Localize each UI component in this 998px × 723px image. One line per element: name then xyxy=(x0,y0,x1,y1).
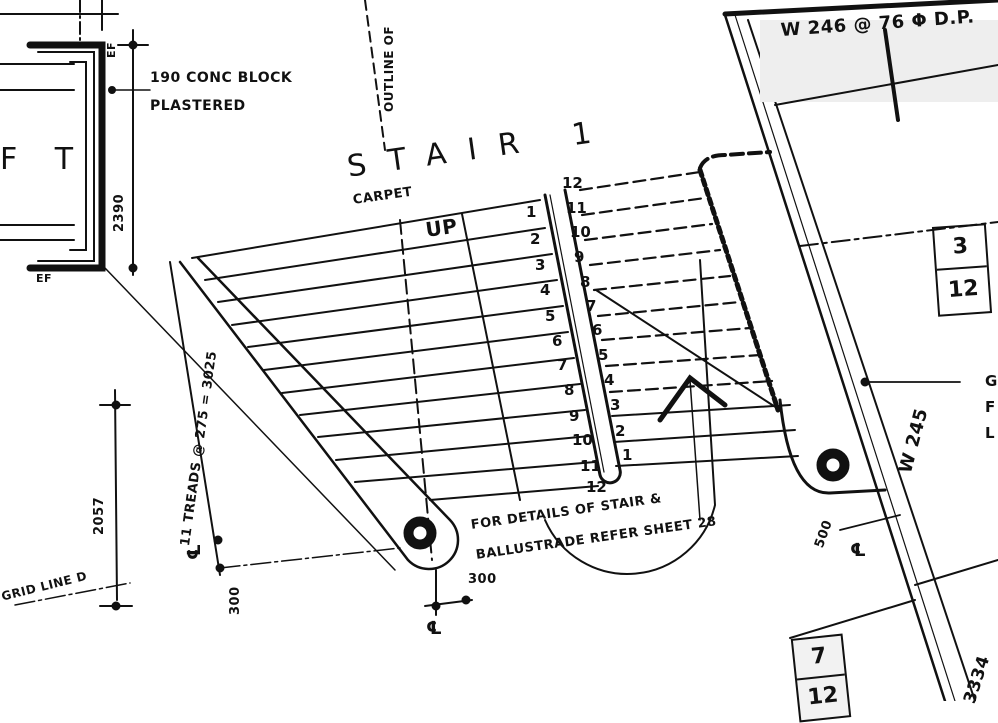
tread-number: 2 xyxy=(530,230,541,248)
ef-tag-top: EF xyxy=(105,41,118,58)
centerline-symbol-right: ℄ xyxy=(850,540,867,561)
tread-number: 6 xyxy=(592,321,603,339)
tread-number: 10 xyxy=(570,223,591,241)
tread-number: 3 xyxy=(610,396,621,414)
wall-note-line1: 190 CONC BLOCK xyxy=(150,70,293,86)
lower-flight xyxy=(191,199,599,561)
tread-number: 3 xyxy=(535,256,546,274)
tread-number: 7 xyxy=(557,356,568,374)
tread-number: 8 xyxy=(580,273,591,291)
left-room-fragment: F T xyxy=(0,142,88,177)
stair-plan-drawing xyxy=(0,0,998,701)
tread-number: 11 xyxy=(580,457,601,475)
tread-number: 7 xyxy=(586,297,597,315)
tread-number: 12 xyxy=(562,174,583,192)
wall-note-line2: PLASTERED xyxy=(150,98,246,114)
lift-shaft-wall xyxy=(0,0,119,272)
up-direction-label: UP xyxy=(424,213,459,242)
tread-number: 10 xyxy=(572,431,593,449)
outline-note: OUTLINE OF xyxy=(382,25,396,112)
ef-tag-bottom: EF xyxy=(36,272,53,285)
right-note-fragment-3: L xyxy=(985,424,996,442)
grid-tag-top: 3 xyxy=(934,225,987,271)
dim-bottom-left-offset: 300 xyxy=(228,586,243,615)
tread-number: 4 xyxy=(604,371,615,389)
grid-tag-bottom: 12 xyxy=(806,682,840,711)
tread-number: 8 xyxy=(564,381,575,399)
grid-tag-3-12: 3 12 xyxy=(931,223,993,317)
dim-bottom-mid-offset: 300 xyxy=(468,572,497,587)
centerline-symbol-bottom: ℄ xyxy=(426,618,443,639)
tread-number: 6 xyxy=(552,332,563,350)
tread-number: 12 xyxy=(586,478,607,496)
tread-number: 1 xyxy=(526,203,537,221)
tread-number: 9 xyxy=(569,407,580,425)
tread-number: 4 xyxy=(540,281,551,299)
tread-number: 1 xyxy=(622,446,633,464)
grid-tag-7-12: 7 12 xyxy=(790,633,852,723)
centerline-symbol-left: ℄ xyxy=(184,543,205,560)
tread-number: 2 xyxy=(615,422,626,440)
right-note-fragment-1: G xyxy=(985,372,998,390)
tread-number: 11 xyxy=(566,199,587,217)
grid-tag-bottom: 12 xyxy=(947,275,980,303)
right-note-fragment-2: F xyxy=(985,398,996,416)
dim-wall-height: 2390 xyxy=(112,193,127,232)
grid-tag-top: 7 xyxy=(792,635,845,681)
tread-number: 5 xyxy=(598,346,609,364)
dim-left-vertical: 2057 xyxy=(92,496,107,535)
tread-number: 9 xyxy=(574,248,585,266)
beam-w245 xyxy=(722,0,998,701)
tread-number: 5 xyxy=(545,307,556,325)
upper-flight xyxy=(578,150,781,413)
